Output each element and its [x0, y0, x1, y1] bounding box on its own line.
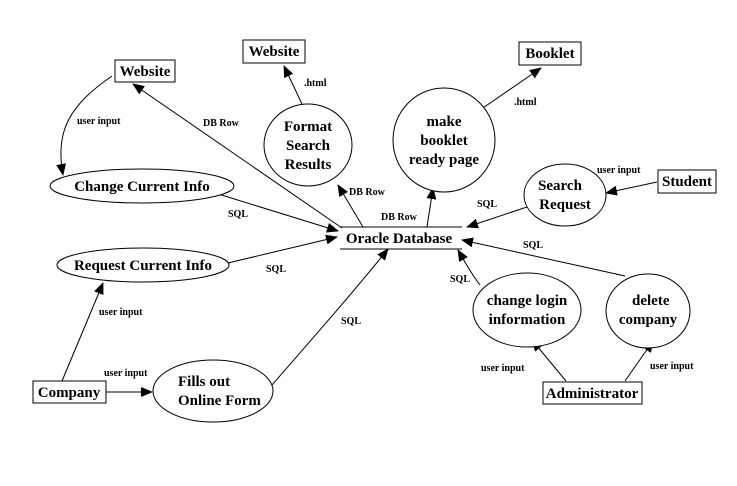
- process-label: make: [427, 114, 462, 130]
- edge-format-to-website: [283, 65, 303, 105]
- edge-label: SQL: [523, 240, 543, 251]
- edge-label: DB Row: [203, 118, 240, 129]
- edge-label: user input: [77, 116, 121, 127]
- edge-request-to-db: [227, 234, 338, 264]
- edge-db-to-format: [337, 184, 364, 228]
- edge-delete-to-db: [461, 237, 626, 277]
- process-label: Format: [284, 119, 332, 135]
- entity-label: Administrator: [546, 386, 639, 402]
- edge-change-to-db: [214, 192, 339, 233]
- entity-student: Student: [657, 169, 717, 194]
- edge-booklet-page-to-booklet: [479, 67, 542, 111]
- edge-db-to-booklet-page: [426, 187, 437, 228]
- process-label: company: [619, 312, 678, 328]
- edge-login-to-db: [457, 249, 481, 286]
- process-label: change login: [487, 293, 568, 309]
- entity-website-2: Website: [242, 39, 306, 64]
- process-change-login-information: change login information: [472, 272, 582, 348]
- edge-label: user input: [481, 363, 525, 374]
- entity-administrator: Administrator: [542, 381, 643, 405]
- entity-label: Company: [38, 385, 101, 401]
- process-label: Search: [286, 138, 331, 154]
- process-format-search-results: Format Search Results: [263, 103, 353, 187]
- edge-label: .html: [304, 78, 327, 89]
- edge-label: .html: [514, 97, 537, 108]
- process-label: Online Form: [178, 393, 261, 409]
- edge-label: user input: [104, 368, 148, 379]
- edges: [56, 65, 658, 397]
- process-label: Fills out: [178, 374, 230, 390]
- entity-label: Website: [120, 64, 171, 80]
- edge-label: user input: [99, 307, 143, 318]
- edge-label: SQL: [341, 316, 361, 327]
- edge-label: user input: [597, 165, 641, 176]
- edge-label: DB Row: [381, 212, 418, 223]
- edge-label: user input: [650, 361, 694, 372]
- edge-search-to-db: [466, 206, 528, 229]
- entity-label: Booklet: [525, 46, 574, 62]
- edge-db-to-website: [132, 83, 343, 229]
- process-make-booklet-ready-page: make booklet ready page: [392, 87, 496, 193]
- datastore-label: Oracle Database: [346, 231, 453, 247]
- process-label: booklet: [420, 133, 468, 149]
- process-label: Request Current Info: [74, 258, 212, 274]
- process-label: Search: [538, 178, 583, 194]
- process-label: Results: [285, 157, 332, 173]
- entity-booklet: Booklet: [518, 41, 582, 66]
- edge-company-to-request: [61, 282, 104, 382]
- entity-company: Company: [32, 380, 107, 404]
- edge-label: SQL: [266, 264, 286, 275]
- edge-label: SQL: [228, 209, 248, 220]
- process-request-current-info: Request Current Info: [56, 247, 230, 283]
- process-fills-out-online-form: Fills out Online Form: [152, 359, 274, 423]
- process-label: Request: [539, 197, 591, 213]
- edge-label: DB Row: [349, 187, 386, 198]
- edge-label: SQL: [450, 274, 470, 285]
- process-change-current-info: Change Current Info: [49, 168, 235, 204]
- entity-label: Website: [249, 44, 300, 60]
- edge-form-to-db: [271, 248, 389, 386]
- process-label: delete: [632, 293, 670, 309]
- process-label: Change Current Info: [74, 179, 210, 195]
- edge-website-to-change-current-info: [56, 75, 113, 176]
- process-search-request: Search Request: [523, 163, 607, 227]
- edge-label: SQL: [477, 199, 497, 210]
- edge-student-to-search: [605, 181, 658, 196]
- entity-website-1: Website: [114, 59, 176, 83]
- process-label: ready page: [409, 152, 479, 168]
- process-delete-company: delete company: [605, 273, 691, 349]
- process-label: information: [489, 312, 566, 328]
- datastore-oracle-database: Oracle Database: [340, 226, 462, 250]
- entity-label: Student: [662, 174, 712, 190]
- edge-labels: user input DB Row SQL SQL user input use…: [77, 78, 694, 379]
